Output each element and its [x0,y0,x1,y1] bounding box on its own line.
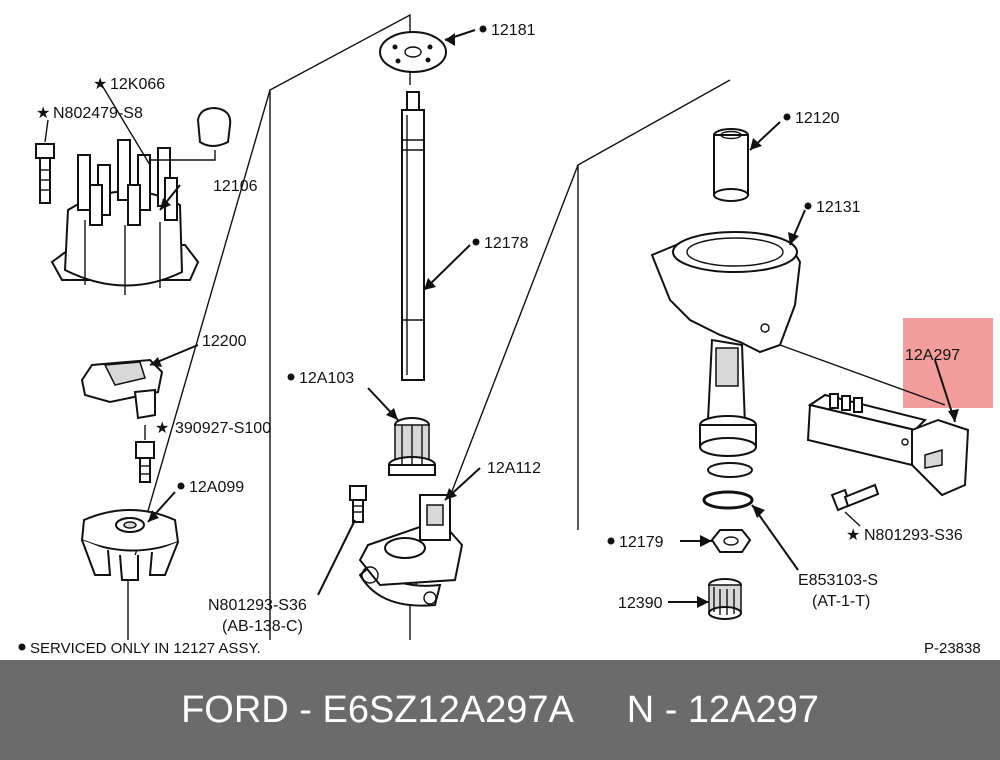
part-12A112-mechanism [358,494,464,607]
label-AT-1-T: (AT-1-T) [812,593,870,610]
label-12A112: 12A112 [487,460,541,477]
label-12A297: 12A297 [905,347,960,364]
part-N801293-bolt-center [349,485,367,523]
banner-part-number: FORD - E6SZ12A297A [181,688,574,731]
part-12131-housing [650,231,946,478]
exploded-parts-diagram: 12181 ★ 12K066 ★ N802479-S8 12106 12178 … [18,13,993,657]
label-12106: 12106 [213,178,258,195]
part-12A297-module [806,393,970,497]
label-390927: 390927-S100 [175,420,271,437]
label-N802479: N802479-S8 [53,105,143,122]
part-12390-gear [708,578,742,620]
part-number-banner: FORD - E6SZ12A297A N - 12A297 [0,660,1000,760]
part-12120-sleeve [713,128,749,202]
part-12178-shaft [401,91,425,381]
star-icon: ★ [93,76,107,93]
part-390927-screw [135,441,155,483]
figure-id: P-23838 [924,640,981,657]
label-12A099: 12A099 [189,479,244,496]
star-icon: ★ [846,527,860,544]
part-12200-rotor [80,358,164,420]
part-12179-nut [710,529,752,553]
footnote-text: SERVICED ONLY IN 12127 ASSY. [30,640,261,657]
label-12131: 12131 [816,199,861,216]
part-N802479-screw [35,143,55,204]
part-12A099-armature [80,509,180,581]
label-12390: 12390 [618,595,663,612]
part-12A103-bushing [388,417,436,476]
part-12106-cap [50,139,200,295]
part-12181-disc [379,31,447,73]
label-12200: 12200 [202,333,247,350]
label-N801293-right: N801293-S36 [864,527,963,544]
label-12120: 12120 [795,110,840,127]
star-icon: ★ [36,105,50,122]
label-12A103: 12A103 [299,370,354,387]
star-icon: ★ [155,420,169,437]
part-12K066-plug [150,106,232,161]
banner-reference: N - 12A297 [626,688,819,731]
label-12179: 12179 [619,534,664,551]
label-E853103: E853103-S [798,572,878,589]
label-N801293-center: N801293-S36 [208,597,307,614]
leader-lines [44,29,959,608]
label-AB-138-C: (AB-138-C) [222,618,303,635]
label-12K066: 12K066 [110,76,165,93]
highlight-box [903,318,993,408]
label-12178: 12178 [484,235,529,252]
label-12181: 12181 [491,22,536,39]
part-E853103-oring [702,490,754,510]
part-N801293-bolt-right [830,483,880,512]
footnote: SERVICED ONLY IN 12127 ASSY. [18,640,261,657]
part-labels: 12181 ★ 12K066 ★ N802479-S8 12106 12178 … [36,22,963,635]
